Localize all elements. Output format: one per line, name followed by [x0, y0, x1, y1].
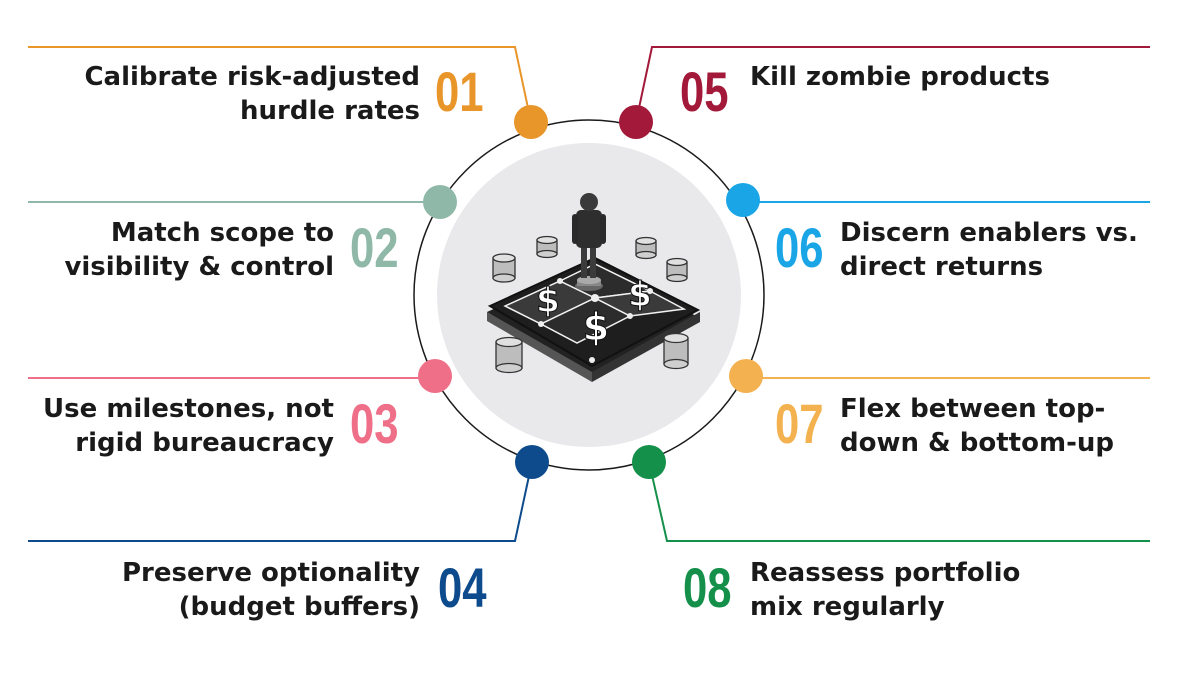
item-05-line-1: Kill zombie products — [750, 62, 1050, 92]
item-08-text: Reassess portfolio mix regularly — [750, 556, 1020, 624]
connector-08 — [648, 461, 1150, 542]
item-03-line-2: rigid bureaucracy — [75, 428, 334, 458]
dot-05 — [619, 105, 653, 139]
item-04-number: 04 — [438, 556, 487, 619]
item-03-line-1: Use milestones, not — [43, 394, 334, 424]
item-08-line-1: Reassess portfolio — [750, 558, 1021, 588]
dot-02 — [423, 185, 457, 219]
item-02-line-1: Match scope to — [110, 218, 334, 248]
dot-08 — [632, 445, 666, 479]
connector-05 — [635, 46, 1150, 123]
item-01-text: Calibrate risk-adjusted hurdle rates — [84, 60, 420, 128]
item-02-number: 02 — [350, 216, 399, 279]
item-04-text: Preserve optionality (budget buffers) — [122, 556, 420, 624]
dot-06 — [726, 183, 760, 217]
item-07-text: Flex between top- down & bottom-up — [840, 392, 1114, 460]
svg-text:$: $ — [628, 275, 652, 315]
item-05-text: Kill zombie products — [750, 60, 1050, 94]
item-01-line-2: hurdle rates — [240, 96, 420, 126]
dot-01 — [514, 105, 548, 139]
item-04-line-2: (budget buffers) — [178, 592, 420, 622]
connector-04 — [28, 461, 533, 542]
item-03-text: Use milestones, not rigid bureaucracy — [43, 392, 334, 460]
item-08-line-2: mix regularly — [750, 592, 945, 622]
svg-text:$: $ — [536, 281, 560, 321]
item-06-text: Discern enablers vs. direct returns — [840, 216, 1138, 284]
outer-ring — [413, 119, 765, 471]
item-02-text: Match scope to visibility & control — [64, 216, 334, 284]
center-illustration: $ $ $ — [487, 193, 701, 382]
item-01-number: 01 — [435, 60, 484, 123]
ring-dots — [418, 105, 763, 479]
item-05-number: 05 — [680, 60, 729, 123]
item-06-number: 06 — [775, 216, 824, 279]
dot-03 — [418, 359, 452, 393]
svg-text:$: $ — [583, 305, 609, 349]
item-03-number: 03 — [350, 392, 399, 455]
dot-04 — [515, 445, 549, 479]
connector-01 — [28, 46, 532, 123]
connector-lines — [28, 46, 1150, 542]
coin-stacks — [492, 235, 689, 374]
item-02-line-2: visibility & control — [64, 252, 334, 282]
dot-07 — [729, 359, 763, 393]
item-06-line-1: Discern enablers vs. — [840, 218, 1138, 248]
item-07-line-1: Flex between top- — [840, 394, 1106, 424]
item-08-number: 08 — [683, 556, 732, 619]
item-06-line-2: direct returns — [840, 252, 1044, 282]
item-01-line-1: Calibrate risk-adjusted — [84, 62, 420, 92]
item-07-number: 07 — [775, 392, 824, 455]
item-04-line-1: Preserve optionality — [121, 558, 420, 588]
item-07-line-2: down & bottom-up — [840, 428, 1114, 458]
